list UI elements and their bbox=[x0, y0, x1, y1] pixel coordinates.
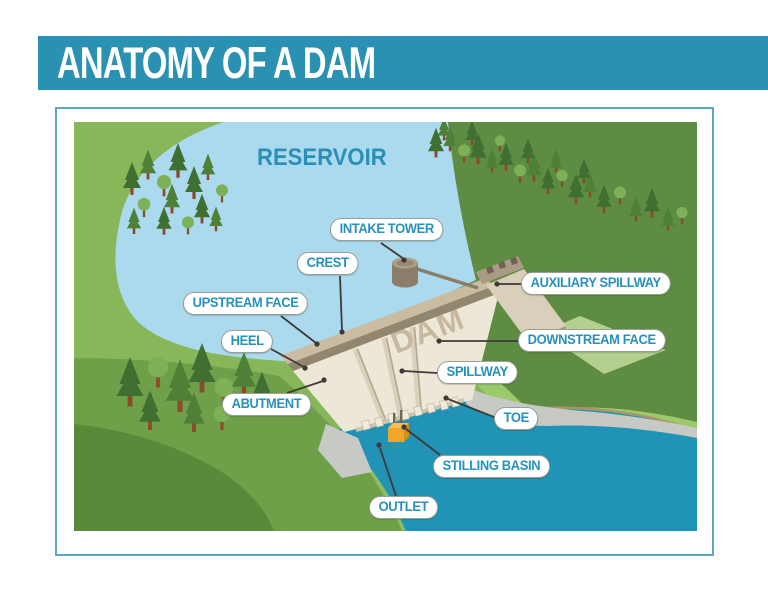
intake-walkway bbox=[416, 267, 479, 290]
aux-spillway-notches bbox=[486, 257, 518, 274]
dam-diagram-svg: DAM bbox=[74, 122, 697, 531]
label-outlet: OUTLET bbox=[369, 496, 438, 519]
label-intake-tower: INTAKE TOWER bbox=[330, 218, 444, 241]
illustration-card: DAM bbox=[55, 107, 714, 556]
dam-piers bbox=[352, 326, 423, 423]
page-title: ANATOMY OF A DAM bbox=[57, 37, 376, 88]
dam-structure: DAM bbox=[280, 256, 566, 432]
label-spillway: SPILLWAY bbox=[437, 361, 518, 384]
label-crest: CREST bbox=[297, 252, 359, 275]
label-toe: TOE bbox=[494, 407, 539, 430]
intake-tower bbox=[392, 257, 479, 290]
label-stilling-basin: STILLING BASIN bbox=[433, 455, 550, 478]
label-downstream-face: DOWNSTREAM FACE bbox=[518, 329, 666, 352]
stilling-basin-blocks bbox=[355, 396, 465, 432]
connector-lines bbox=[270, 242, 521, 497]
foreground-hill-dark bbox=[74, 424, 274, 531]
label-upstream-face: UPSTREAM FACE bbox=[183, 292, 309, 315]
dam-illustration: DAM bbox=[74, 122, 697, 531]
label-abutment: ABUTMENT bbox=[222, 393, 311, 416]
dam-crest bbox=[280, 278, 494, 364]
label-auxiliary-spillway: AUXILIARY SPILLWAY bbox=[521, 272, 671, 295]
dam-crest-edge bbox=[288, 286, 499, 371]
toe-band bbox=[466, 388, 697, 438]
aux-spillway-ramp bbox=[486, 269, 566, 342]
left-wing-wall bbox=[318, 424, 372, 478]
header-bar: ANATOMY OF A DAM bbox=[38, 36, 768, 90]
reservoir-label: RESERVOIR bbox=[257, 144, 387, 171]
label-heel: HEEL bbox=[221, 330, 274, 353]
